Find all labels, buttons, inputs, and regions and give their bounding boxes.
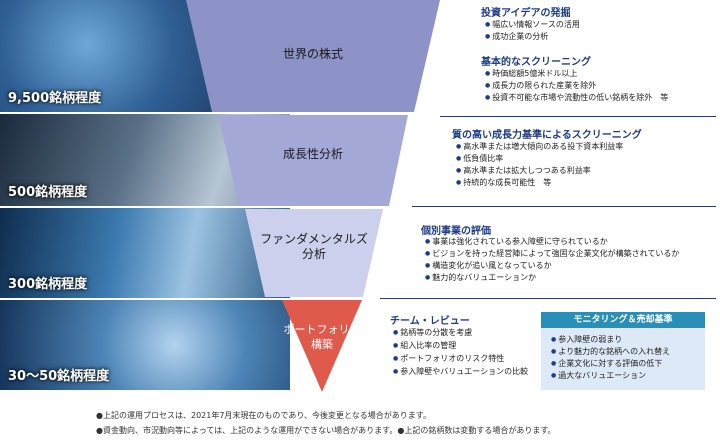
individual-item: 魅力的なバリュエーションか [425, 272, 679, 284]
stage-count-4: 30～50銘柄程度 [8, 369, 110, 384]
basic-title: 基本的なスクリーニング [481, 57, 591, 68]
basic-list: 時価総額5億米ドル以上 成長力の限られた産業を除外 投資不可能な市場や流動性の低… [485, 68, 668, 104]
monitoring-item: 企業文化に対する評価の低下 [551, 358, 705, 370]
monitoring-item: より魅力的な銘柄への入れ替え [551, 346, 705, 358]
stage-label-2: 成長性分析 [282, 147, 343, 161]
stage-label-1: 世界の株式 [282, 47, 343, 61]
idea-item: 成功企業の分析 [485, 31, 580, 43]
team-item: 銘柄等の分散を考慮 [393, 326, 528, 339]
divider-3 [380, 298, 716, 299]
team-item: 組入比率の管理 [393, 339, 528, 352]
stage-label-4: ポートフォリオ 構築 [274, 322, 370, 352]
monitoring-item: 参入障壁の弱まり [551, 334, 705, 346]
monitoring-title: モニタリング＆売却基準 [541, 312, 705, 328]
stage-label-4-text: ポートフォリオ 構築 [283, 323, 361, 351]
monitoring-item: 過大なバリュエーション [551, 370, 705, 382]
team-item: ポートフォリオのリスク特性 [393, 352, 528, 365]
individual-item: 事業は強化されている参入障壁に守られているか [425, 236, 679, 248]
monitoring-list: 参入障壁の弱まり より魅力的な銘柄への入れ替え 企業文化に対する評価の低下 過大… [551, 334, 705, 382]
team-item: 参入障壁やバリュエーションの比較 [393, 365, 528, 378]
individual-title: 個別事業の評価 [421, 226, 491, 237]
divider-2 [412, 206, 716, 207]
individual-list: 事業は強化されている参入障壁に守られているか ビジョンを持った経営陣によって強固… [425, 236, 679, 284]
team-title: チーム・レビュー [390, 316, 470, 327]
funnel-segment-2 [218, 115, 408, 206]
divider-1 [440, 116, 716, 117]
monitoring-box: 参入障壁の弱まり より魅力的な銘柄への入れ替え 企業文化に対する評価の低下 過大… [541, 328, 705, 390]
stage-count-3: 300銘柄程度 [8, 277, 88, 292]
growth-item: 高水準または増大傾向のある投下資本利益率 [456, 141, 623, 153]
funnel-segment-1 [186, 0, 440, 112]
individual-item: ビジョンを持った経営陣によって強固な企業文化が構築されているか [425, 248, 679, 260]
basic-item: 時価総額5億米ドル以上 [485, 68, 668, 80]
growth-item: 低負債比率 [456, 153, 623, 165]
basic-item: 投資不可能な市場や流動性の低い銘柄を除外 等 [485, 92, 668, 104]
individual-item: 構造変化が追い風となっているか [425, 260, 679, 272]
photo-band-portfolio: 30～50銘柄程度 [0, 300, 290, 390]
idea-item: 幅広い情報ソースの活用 [485, 19, 580, 31]
stage-count-2: 500銘柄程度 [8, 185, 88, 200]
footnote-1: ●上記の運用プロセスは、2021年7月末現在のものであり、今後変更となる場合があ… [96, 411, 431, 420]
team-list: 銘柄等の分散を考慮 組入比率の管理 ポートフォリオのリスク特性 参入障壁やバリュ… [393, 326, 528, 378]
photo-band-fundamental: 300銘柄程度 [0, 208, 290, 298]
growth-item: 高水準または拡大しつつある利益率 [456, 165, 623, 177]
footnote-2: ●資金動向、市況動向等によっては、上記のような運用ができない場合があります。●上… [96, 426, 556, 435]
growth-list: 高水準または増大傾向のある投下資本利益率 低負債比率 高水準または拡大しつつある… [456, 141, 623, 189]
stage-label-3-text: ファンダメンタルズ 分析 [260, 232, 368, 261]
stage-label-3: ファンダメンタルズ 分析 [254, 232, 374, 262]
idea-title: 投資アイデアの発掘 [481, 8, 571, 19]
idea-list: 幅広い情報ソースの活用 成功企業の分析 [485, 19, 580, 43]
stage-count-1: 9,500銘柄程度 [8, 91, 102, 106]
basic-item: 成長力の限られた産業を除外 [485, 80, 668, 92]
growth-title: 質の高い成長力基準によるスクリーニング [452, 130, 642, 141]
funnel-segment-3 [245, 209, 383, 297]
growth-item: 持続的な成長可能性 等 [456, 177, 623, 189]
funnel-segment-4 [282, 300, 362, 392]
